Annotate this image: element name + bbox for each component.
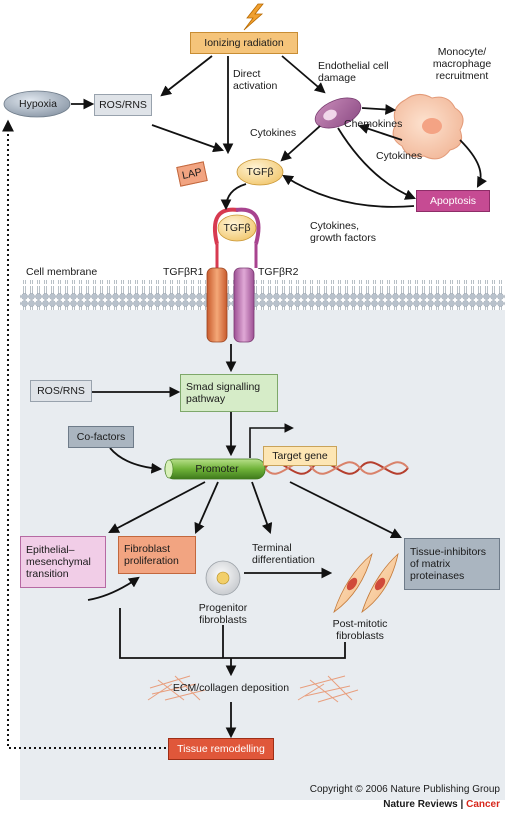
- copyright-text: Copyright © 2006 Nature Publishing Group: [309, 784, 500, 795]
- target-gene-label: Target gene: [272, 450, 328, 462]
- smad-box: Smad signalling pathway: [180, 374, 278, 412]
- direct-activation-label: Direct activation: [233, 68, 278, 92]
- apoptosis-label: Apoptosis: [429, 195, 477, 207]
- promoter-label: Promoter: [195, 463, 239, 475]
- tgfbr2-receptor: [233, 267, 255, 343]
- chemokines-label: Chemokines: [344, 118, 403, 130]
- tissue-remodelling-box: Tissue remodelling: [168, 738, 274, 760]
- journal-brand: Nature Reviews | Cancer: [260, 799, 500, 811]
- tissue-remodelling-label: Tissue remodelling: [177, 743, 265, 755]
- timp-box: Tissue-inhibitors of matrix proteinases: [404, 538, 500, 590]
- hypoxia-oval: [3, 90, 71, 118]
- postmitotic-fibroblast-icon: [333, 552, 399, 614]
- ros-rns-top-box: ROS/RNS: [94, 94, 152, 116]
- cell-membrane-label: Cell membrane: [26, 266, 98, 278]
- lightning-icon: [243, 3, 264, 31]
- ecm-collagen-icon: [147, 675, 359, 703]
- target-gene-box: Target gene: [263, 446, 337, 466]
- tgfbr1-label: TGFβR1: [163, 266, 204, 278]
- journal-name: Nature Reviews: [383, 799, 458, 810]
- tgfbr2-label: TGFβR2: [258, 266, 299, 278]
- cytokines-left-label: Cytokines: [250, 127, 297, 139]
- progenitor-label: Progenitor fibroblasts: [198, 602, 248, 626]
- endothelial-damage-label: Endothelial cell damage: [318, 60, 389, 84]
- feedback-dotted-line: [1, 119, 166, 749]
- hypoxia-label: Hypoxia: [19, 98, 57, 110]
- tgfb-bound-oval: [217, 214, 257, 242]
- fibroblast-proliferation-box: Fibroblast proliferation: [118, 536, 196, 574]
- journal-separator: |: [457, 799, 467, 810]
- cytokines-growth-label: Cytokines, growth factors: [310, 220, 376, 244]
- ecm-label: ECM/collagen deposition: [172, 682, 290, 694]
- cofactors-box: Co-factors: [68, 426, 134, 448]
- ionizing-radiation-box: Ionizing radiation: [190, 32, 298, 54]
- ionizing-radiation-label: Ionizing radiation: [204, 37, 284, 49]
- dna-helix-icon: [264, 461, 409, 475]
- ros-rns-mid-label: ROS/RNS: [37, 385, 85, 397]
- tgfbr1-receptor: [206, 267, 228, 343]
- cytokines-right-label: Cytokines: [376, 150, 423, 162]
- emt-box: Epithelial– mesenchymal transition: [20, 536, 106, 588]
- ros-rns-mid-box: ROS/RNS: [30, 380, 92, 402]
- postmitotic-label: Post-mitotic fibroblasts: [332, 618, 388, 642]
- ros-rns-top-label: ROS/RNS: [99, 99, 147, 111]
- tgfb-free-oval: [236, 158, 284, 186]
- tgfb-bound-label: TGFβ: [223, 222, 251, 234]
- terminal-differentiation-label: Terminal differentiation: [252, 542, 315, 566]
- endothelial-cell-icon: [314, 97, 362, 129]
- cofactors-label: Co-factors: [76, 431, 126, 443]
- tgfb-free-label: TGFβ: [246, 166, 274, 178]
- cell-membrane-band: [20, 280, 505, 310]
- lap-label: LAP: [181, 166, 203, 182]
- monocyte-recruitment-label: Monocyte/ macrophage recruitment: [432, 46, 492, 82]
- apoptosis-box: Apoptosis: [416, 190, 490, 212]
- journal-section: Cancer: [466, 799, 500, 810]
